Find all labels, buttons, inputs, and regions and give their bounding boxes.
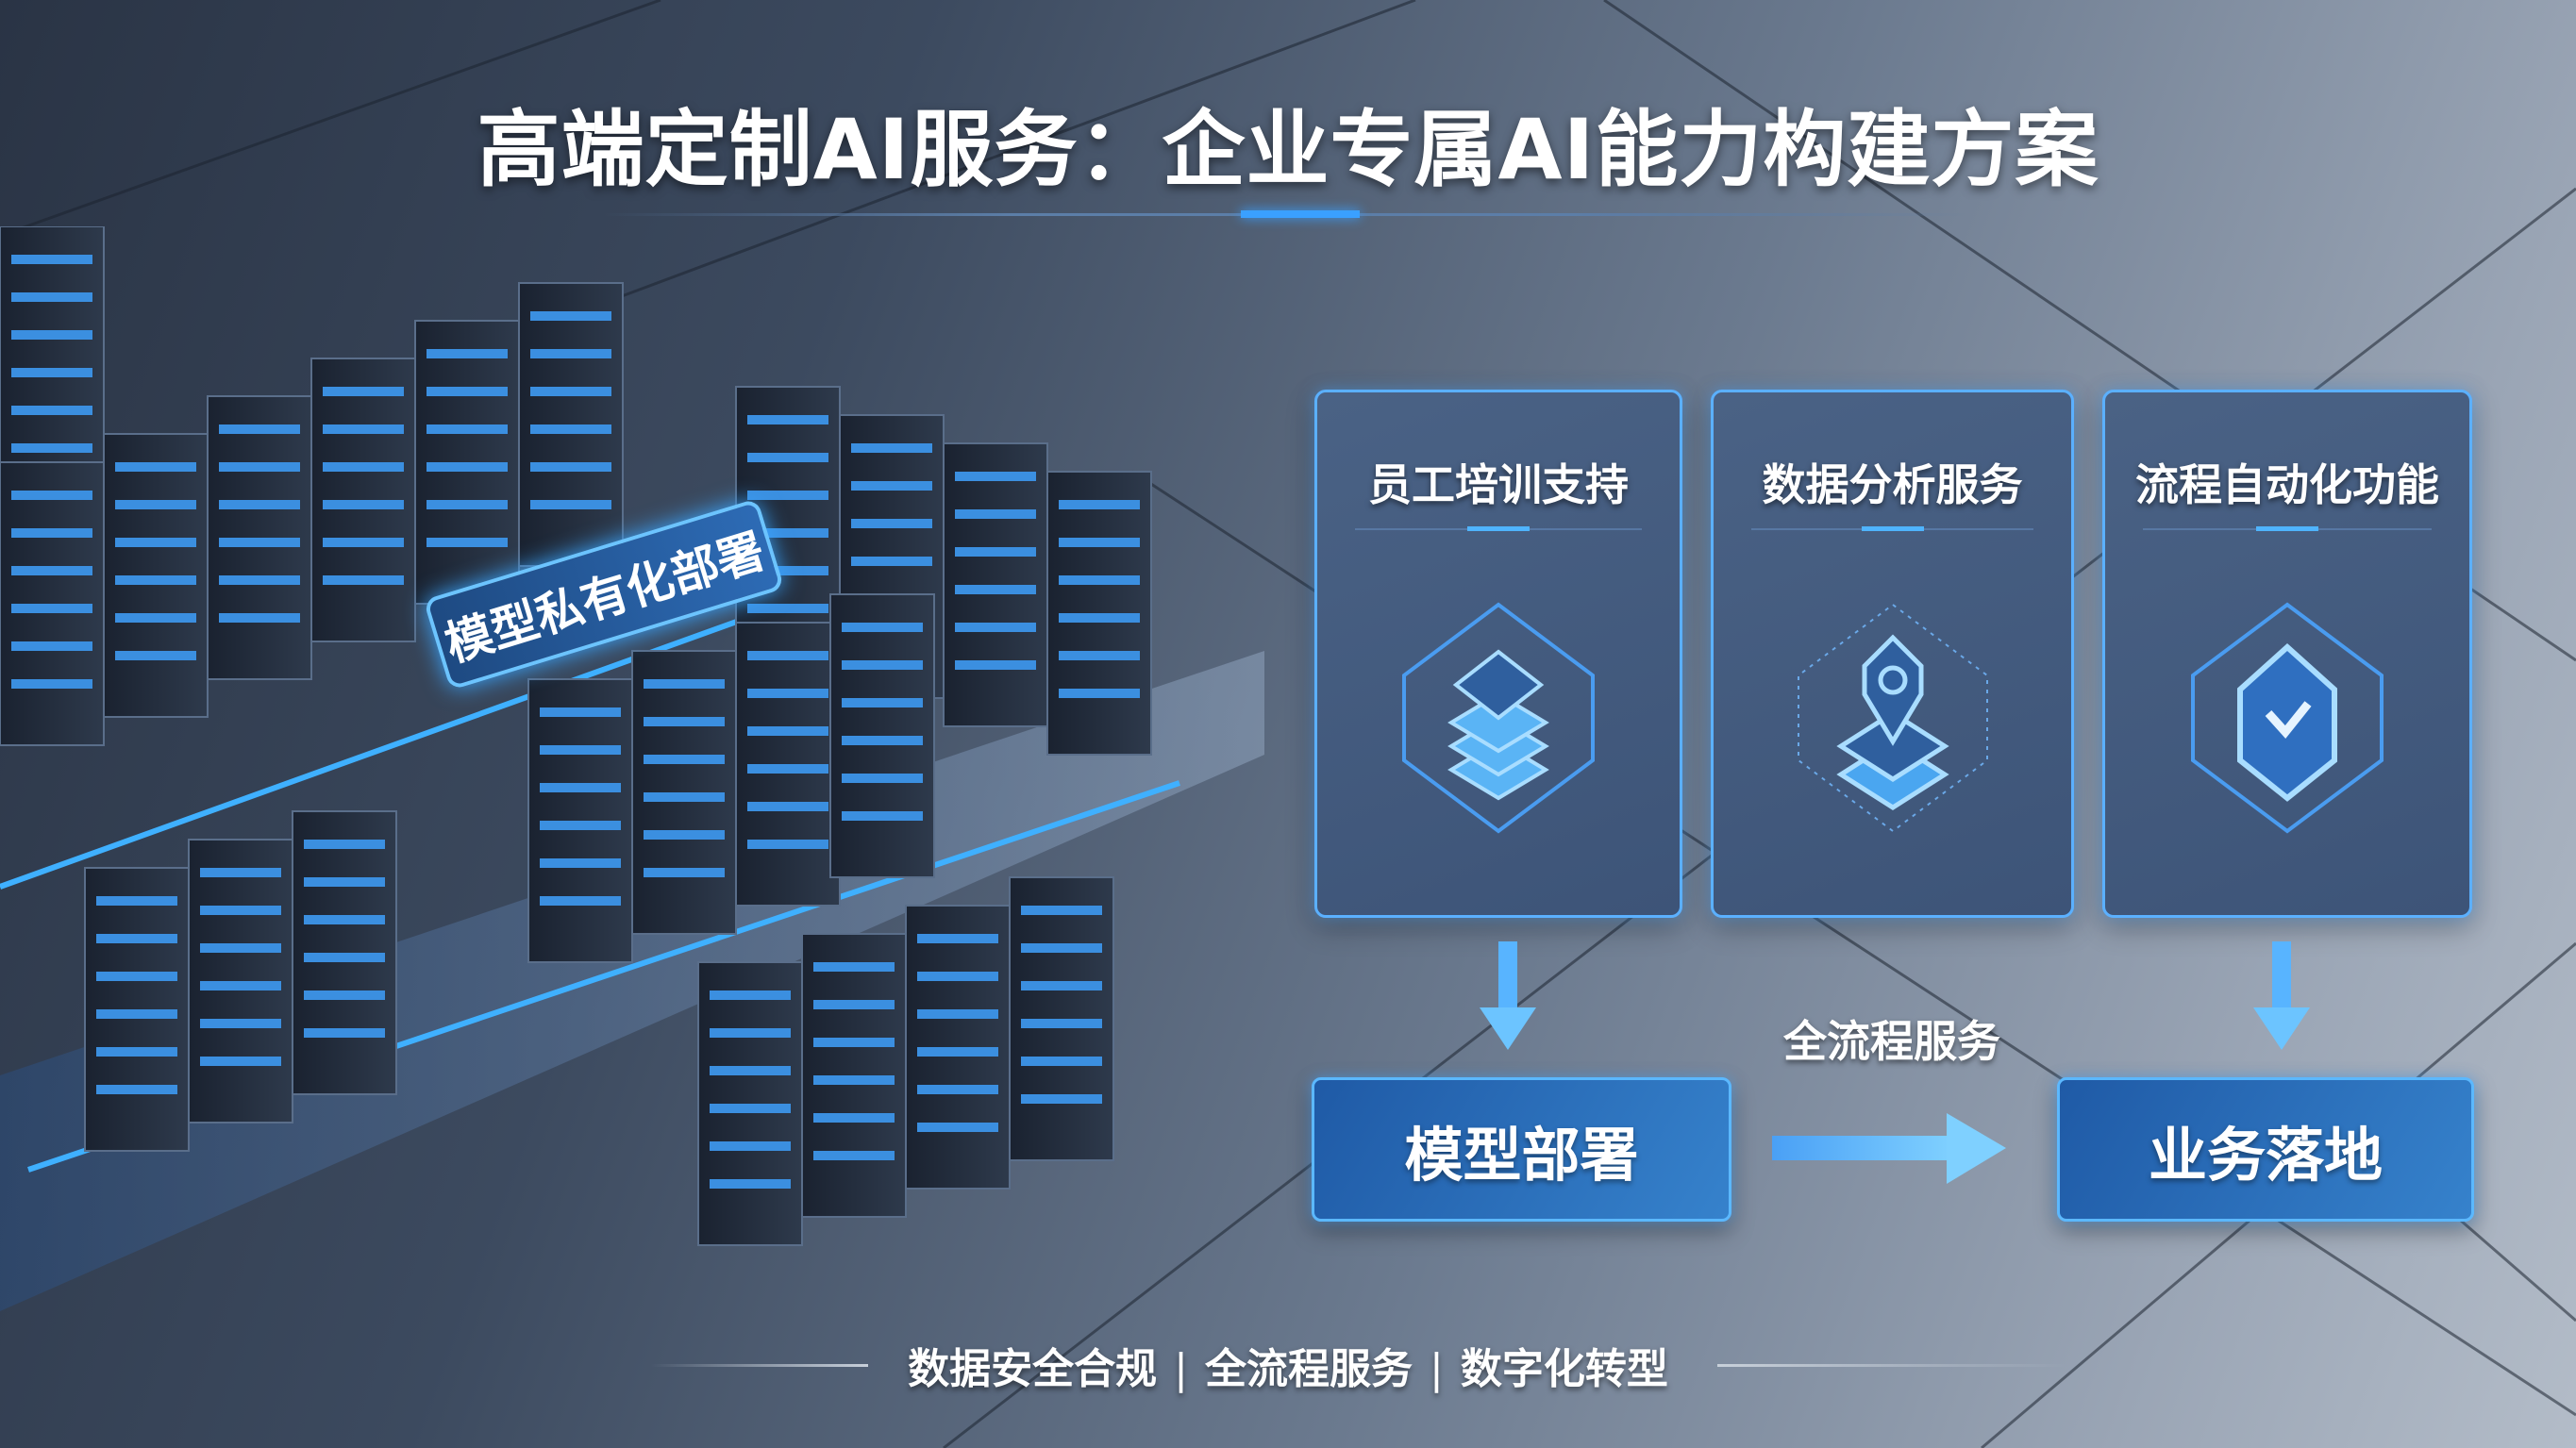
card-divider-accent [2256, 526, 2318, 531]
flow-arrow-label: 全流程服务 [1783, 1016, 2000, 1067]
footer-divider-right [1717, 1364, 2066, 1367]
arrow-down-right [2253, 941, 2310, 1050]
footer-tagline: 数据安全合规 | 全流程服务 | 数字化转型 [0, 1335, 2576, 1395]
page-title: 高端定制AI服务：企业专属AI能力构建方案 [477, 101, 2099, 198]
location-pin-icon [1797, 603, 1988, 833]
card-employee-training: 员工培训支持 [1314, 390, 1682, 918]
card-process-automation: 流程自动化功能 [2102, 390, 2472, 918]
card-title: 员工培训支持 [1368, 459, 1629, 510]
model-deployment-box: 模型部署 [1312, 1077, 1731, 1222]
business-landing-box: 业务落地 [2057, 1077, 2474, 1222]
server-illustration [0, 226, 1264, 1311]
footer-item: 数据安全合规 [908, 1345, 1158, 1393]
shield-check-icon [2191, 602, 2384, 834]
footer-item: 全流程服务 [1205, 1345, 1413, 1393]
arrow-down-left [1480, 941, 1536, 1050]
title-divider-accent [1241, 210, 1360, 218]
footer-separator: | [1430, 1345, 1444, 1393]
card-divider-accent [1467, 526, 1530, 531]
layers-icon [1402, 602, 1595, 834]
card-title: 数据分析服务 [1762, 459, 2023, 510]
footer-item: 数字化转型 [1460, 1345, 1668, 1393]
card-divider-accent [1861, 526, 1924, 531]
arrow-right [1772, 1113, 2006, 1184]
footer-divider-left [651, 1364, 868, 1367]
footer-separator: | [1174, 1345, 1188, 1393]
card-title: 流程自动化功能 [2135, 459, 2439, 510]
card-data-analysis: 数据分析服务 [1711, 390, 2074, 918]
